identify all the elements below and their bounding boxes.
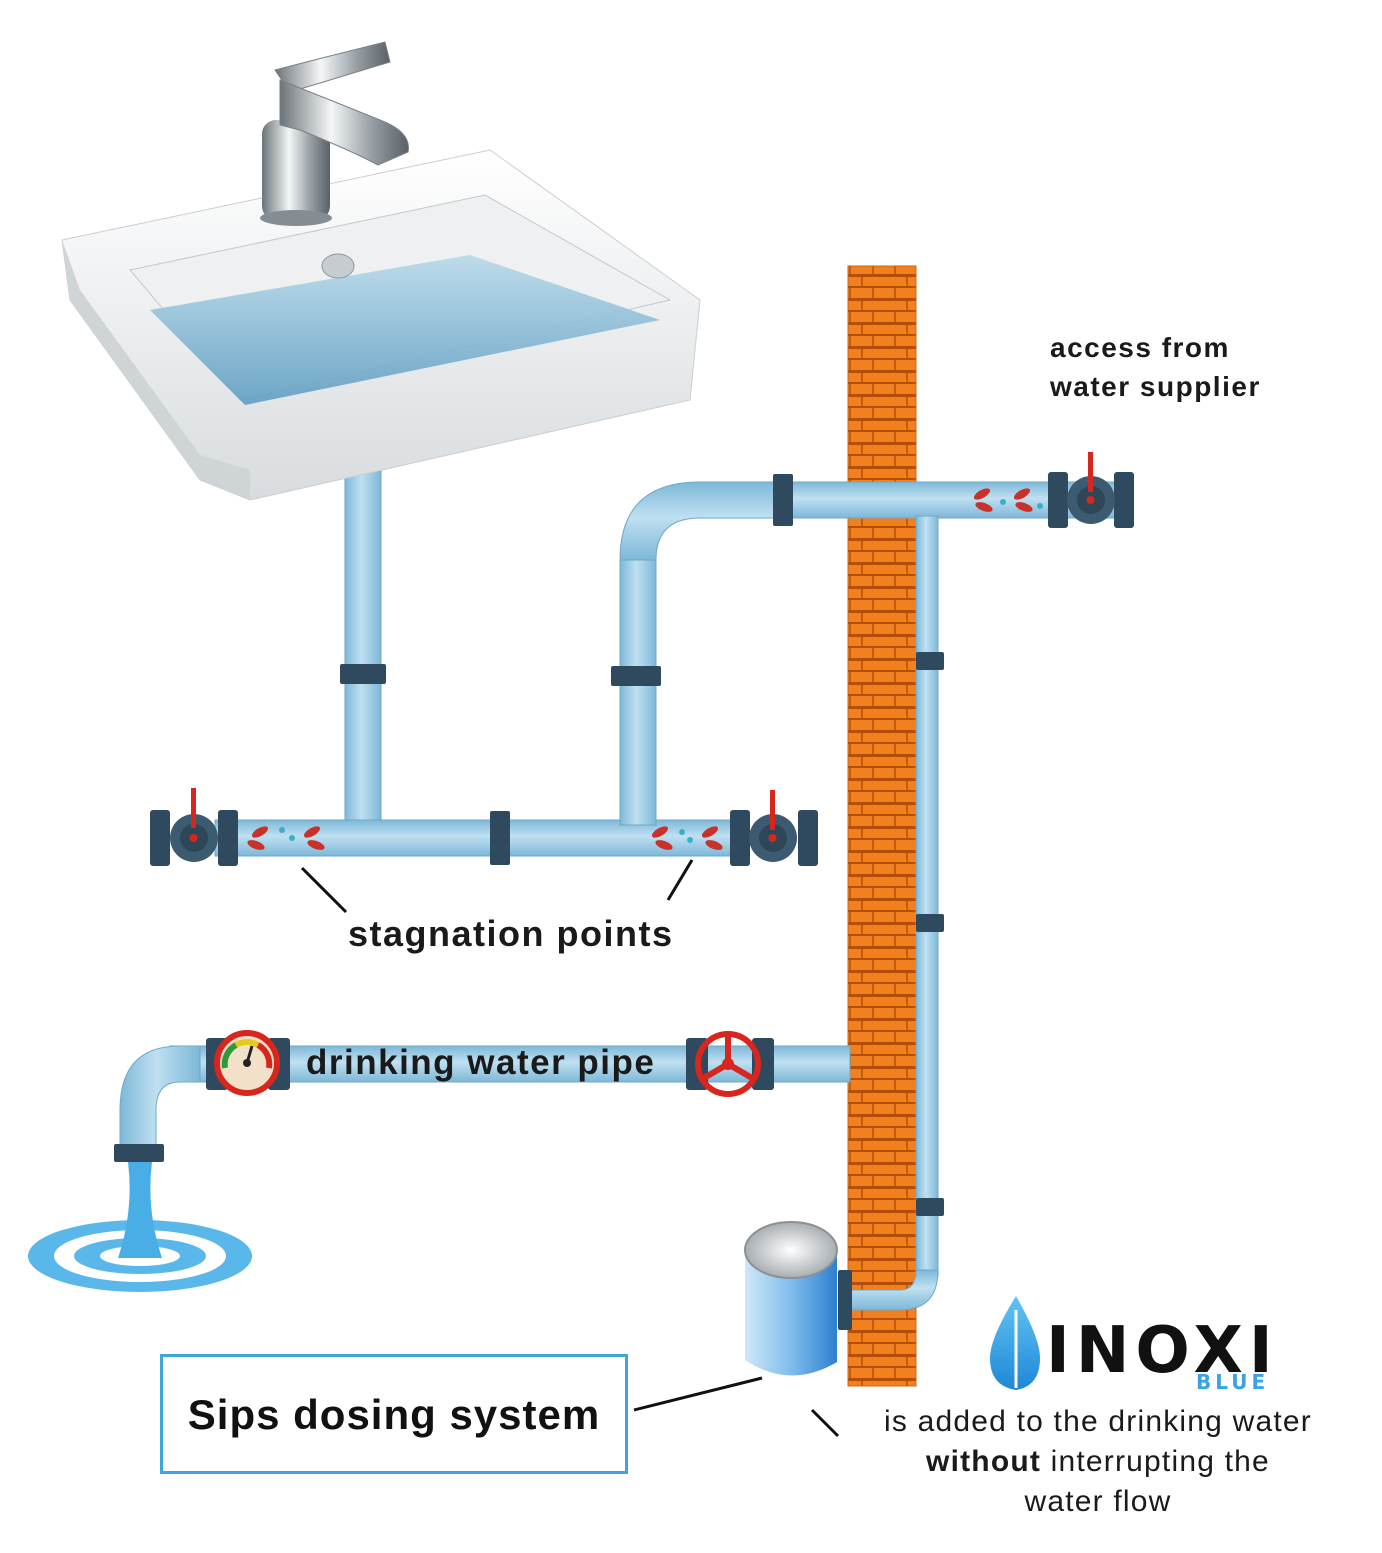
access-label: access from water supplier: [1050, 328, 1261, 406]
water-drop-leaf-icon: [990, 1296, 1040, 1390]
brand-name: INOXI: [1046, 1314, 1279, 1388]
pipe-network: [119, 469, 1121, 1311]
stagnation-label: stagnation points: [348, 913, 674, 954]
sips-pointer: [633, 1376, 763, 1412]
note-line2-rest: interrupting the: [1041, 1445, 1270, 1478]
brand-sub: BLUE: [1196, 1370, 1270, 1394]
faucet-icon: [260, 41, 409, 226]
dosing-tank-icon: [744, 1221, 838, 1376]
note-line3: water flow: [1024, 1485, 1172, 1518]
valve-icon: [1048, 452, 1134, 528]
access-label-line2: water supplier: [1050, 371, 1261, 402]
note-line1: is added to the drinking water: [884, 1405, 1312, 1438]
stagnation-pointer: [666, 859, 694, 901]
pipe-fittings: [114, 474, 944, 1330]
sips-box: Sips dosing system: [160, 1354, 628, 1474]
bacteria-icon: [973, 488, 1043, 512]
water-splash-icon: [28, 1162, 252, 1292]
brick-wall: [848, 266, 916, 1386]
note-bold: without: [926, 1445, 1042, 1478]
sink-icon: [61, 149, 701, 501]
stagnation-pointer: [300, 866, 348, 914]
sips-label: Sips dosing system: [187, 1391, 601, 1438]
bacteria-icon: [651, 826, 723, 850]
bacteria-icon: [247, 826, 325, 850]
note-line2: without interrupting the: [848, 1442, 1348, 1482]
valve-icon: [730, 790, 818, 866]
pressure-gauge-icon: [206, 1030, 290, 1096]
dosing-note: is added to the drinking water without i…: [848, 1402, 1348, 1522]
handwheel-valve-icon: [686, 1031, 774, 1097]
access-label-line1: access from: [1050, 332, 1230, 363]
drinking-pipe-label: drinking water pipe: [306, 1043, 656, 1082]
valve-icon: [150, 788, 238, 866]
note-pointer: [810, 1408, 840, 1438]
